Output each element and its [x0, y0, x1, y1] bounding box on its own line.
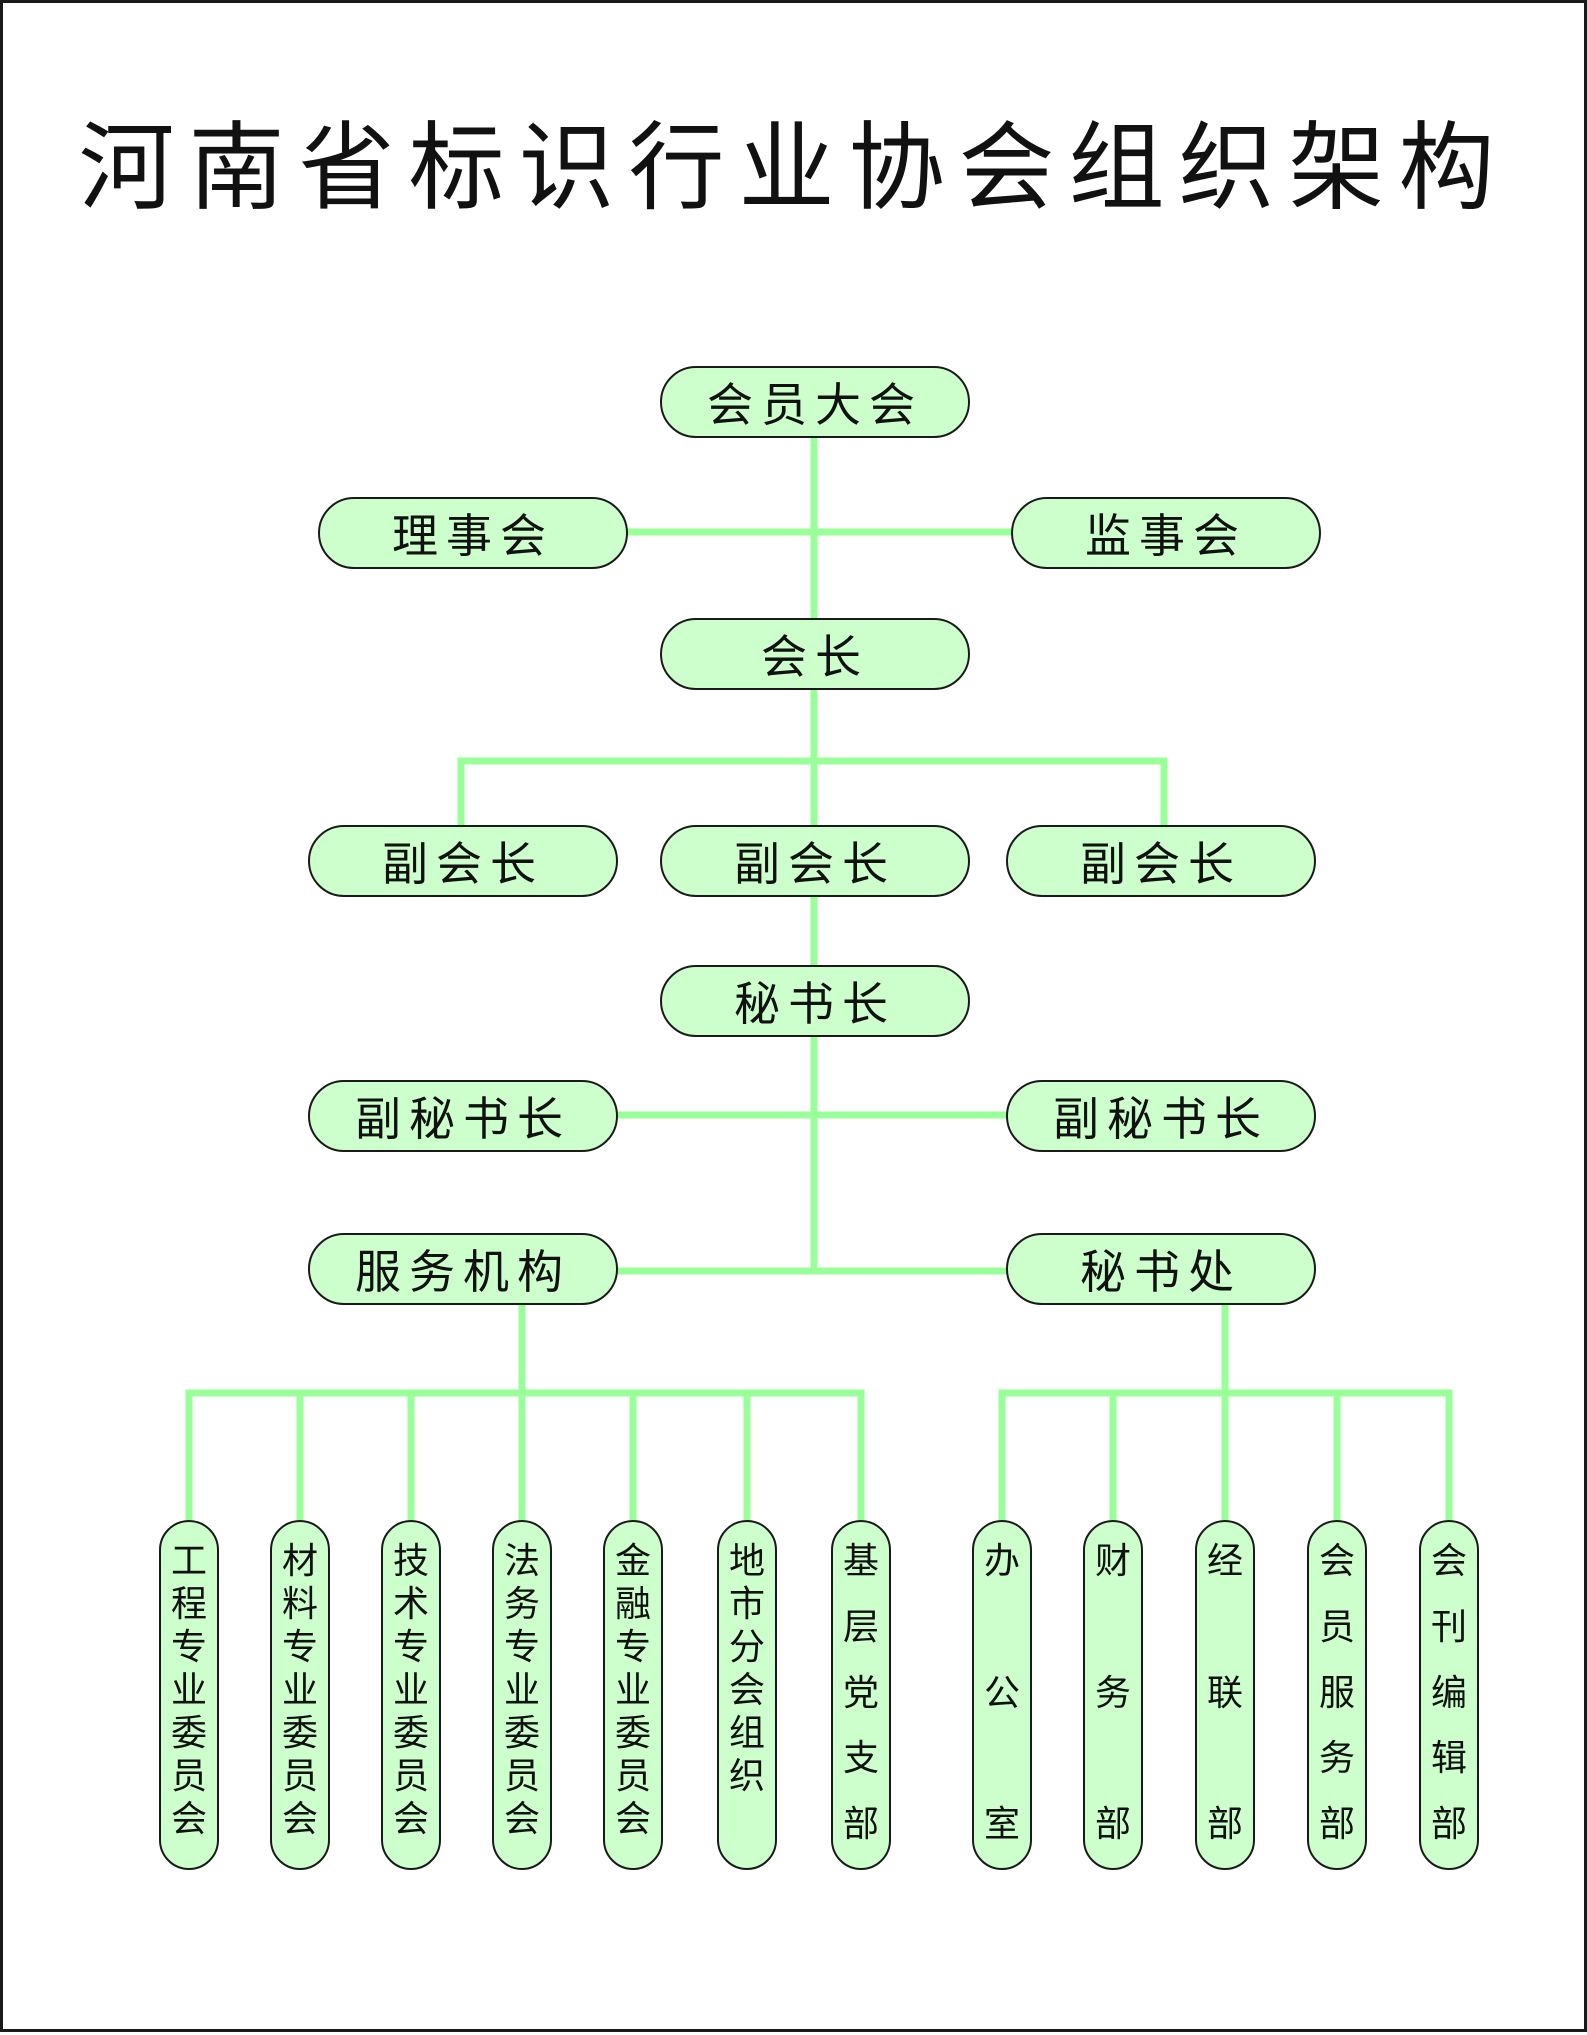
service-unit-node: 法务专业委员会 [492, 1520, 552, 1870]
vertical-label-char: 经 [1206, 1541, 1243, 1582]
service-unit-label: 金融专业委员会 [614, 1541, 651, 1840]
vertical-label-char: 部 [1318, 1804, 1355, 1845]
secretary-general-node: 秘书长 [660, 965, 970, 1037]
deputy-secretary-node: 副秘书长 [308, 1080, 618, 1152]
secretariat-unit-label: 会员服务部 [1317, 1522, 1357, 1868]
service-agency-node: 服务机构 [308, 1233, 618, 1305]
vertical-label-char: 党 [842, 1672, 879, 1714]
vertical-label-char: 服 [1318, 1672, 1355, 1714]
secretariat-unit-label: 财务部 [1093, 1522, 1133, 1868]
vertical-label-char: 财 [1094, 1541, 1131, 1582]
vertical-label-char: 层 [842, 1606, 879, 1648]
service-unit-label: 技术专业委员会 [392, 1541, 429, 1840]
service-unit-node: 金融专业委员会 [603, 1520, 663, 1870]
president-node: 会长 [660, 618, 970, 690]
vertical-label-char: 部 [1206, 1804, 1243, 1845]
secretariat-unit-node: 会刊编辑部 [1419, 1520, 1479, 1870]
vertical-label-char: 刊 [1430, 1606, 1467, 1648]
service-unit-node: 地市分会组织 [717, 1520, 777, 1870]
vertical-label-char: 联 [1206, 1672, 1243, 1714]
service-unit-node: 工程专业委员会 [159, 1520, 219, 1870]
vice-president-node: 副会长 [1006, 825, 1316, 897]
service-unit-label: 法务专业委员会 [503, 1541, 540, 1840]
vertical-label-char: 办 [983, 1541, 1020, 1582]
secretariat-node: 秘书处 [1006, 1233, 1316, 1305]
vertical-label-char: 基 [842, 1541, 879, 1582]
chart-title: 河南省标识行业协会组织架构 [78, 112, 1509, 224]
deputy-secretary-node: 副秘书长 [1006, 1080, 1316, 1152]
vertical-label-char: 室 [983, 1804, 1020, 1845]
service-unit-label: 地市分会组织 [728, 1541, 765, 1797]
vertical-label-char: 部 [842, 1804, 879, 1845]
secretariat-unit-label: 经联部 [1205, 1522, 1245, 1868]
vertical-label-char: 会 [1430, 1541, 1467, 1582]
vertical-label-char: 辑 [1430, 1738, 1467, 1780]
vice-president-node: 副会长 [308, 825, 618, 897]
vertical-label-char: 部 [1430, 1804, 1467, 1845]
service-unit-label: 材料专业委员会 [281, 1541, 318, 1840]
vertical-label-char: 公 [983, 1672, 1020, 1714]
vertical-label-char: 务 [1318, 1738, 1355, 1780]
secretariat-unit-label: 会刊编辑部 [1429, 1522, 1469, 1868]
service-unit-label: 工程专业委员会 [170, 1541, 207, 1840]
vertical-label-char: 务 [1094, 1672, 1131, 1714]
connector-lines [185, 432, 1453, 1527]
vertical-label-char: 支 [842, 1738, 879, 1780]
secretariat-unit-node: 财务部 [1083, 1520, 1143, 1870]
service-unit-node: 技术专业委员会 [381, 1520, 441, 1870]
vertical-label-char: 部 [1094, 1804, 1131, 1845]
vertical-label-char: 编 [1430, 1672, 1467, 1714]
service-unit-node: 基层党支部 [831, 1520, 891, 1870]
secretariat-unit-label: 办公室 [982, 1522, 1022, 1868]
vertical-label-char: 会 [1318, 1541, 1355, 1582]
secretariat-unit-node: 经联部 [1195, 1520, 1255, 1870]
service-unit-label: 基层党支部 [841, 1522, 881, 1868]
council-node: 理事会 [318, 497, 628, 569]
service-unit-node: 材料专业委员会 [270, 1520, 330, 1870]
vice-president-node: 副会长 [660, 825, 970, 897]
secretariat-unit-node: 会员服务部 [1307, 1520, 1367, 1870]
vertical-label-char: 员 [1318, 1606, 1355, 1648]
secretariat-unit-node: 办公室 [972, 1520, 1032, 1870]
general-assembly-node: 会员大会 [660, 366, 970, 438]
supervisory-board-node: 监事会 [1011, 497, 1321, 569]
